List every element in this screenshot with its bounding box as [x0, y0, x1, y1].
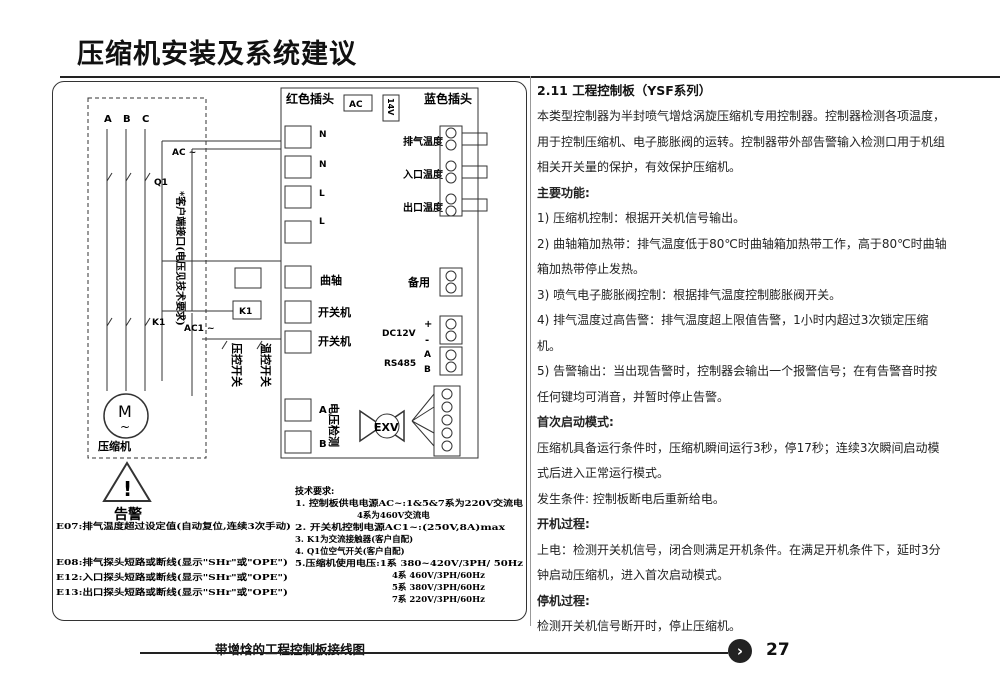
tech-line-4: 3. K1为交流接触器(客户自配)	[295, 534, 413, 545]
exv-circle	[374, 413, 400, 439]
phase-label-b: B	[123, 114, 131, 125]
customer-dashed-box	[87, 97, 207, 459]
spare-label: 备用	[407, 275, 430, 289]
phase-label-c: C	[142, 114, 149, 125]
function-item-1: 1) 压缩机控制：根据开关机信号输出。	[537, 211, 746, 225]
q1-label: Q1	[154, 178, 168, 188]
function-item-2: 2) 曲轴箱加热带：排气温度低于80℃时曲轴箱加热带工作，高于80℃时曲轴箱加热…	[537, 236, 947, 277]
start-process-text: 上电：检测开关机信号，闭合则满足开机条件。在满足开机条件下，延时3分钟启动压缩机…	[537, 542, 941, 583]
compressor-motor-symbol	[103, 393, 149, 439]
stop-process-text: 检测开关机信号断开时，停止压缩机。	[537, 619, 742, 633]
current-detect-b: B	[319, 439, 327, 450]
tech-line-7: 4系 460V/3PH/60Hz	[392, 570, 485, 581]
minus-label: -	[425, 335, 429, 346]
column-divider	[530, 76, 531, 626]
page-number: 27	[766, 640, 790, 660]
start-process-heading: 开机过程:	[537, 517, 590, 531]
warning-exclamation: !	[123, 477, 132, 501]
current-detect-label: 电压检测	[327, 403, 341, 447]
tech-title: 技术要求:	[295, 485, 334, 497]
bottom-rule	[140, 652, 728, 654]
ac-box	[343, 94, 373, 112]
first-start-text: 压缩机具备运行条件时，压缩机瞬间运行3秒，停17秒；连续3次瞬间启动模式后进入正…	[537, 440, 940, 481]
page-title: 压缩机安装及系统建议	[77, 39, 357, 70]
diagram-caption: 带增焓的工程控制板接线图	[215, 642, 366, 657]
inlet-temp-label: 入口温度	[403, 168, 444, 181]
control-board-box	[280, 87, 479, 459]
phase-label-a: A	[104, 114, 112, 125]
wiring-diagram: A B C AC ~ Q1 K1 AC1 ~ *客户端接口(电压见技术要求) 压…	[56, 87, 524, 605]
b-label: B	[424, 365, 431, 375]
tech-line-5: 4. Q1位空气开关(客户自配)	[295, 546, 405, 557]
outlet-temp-label: 出口温度	[403, 201, 444, 214]
tech-line-6: 5.压缩机使用电压:1系 380~420V/3PH/ 50Hz	[295, 558, 523, 569]
dc12v-label: DC12V	[382, 329, 416, 339]
stop-process-heading: 停机过程:	[537, 593, 590, 608]
function-item-3: 3) 喷气电子膨胀阀控制：根据排气温度控制膨胀阀开关。	[537, 287, 842, 302]
terminal-l-2: L	[319, 217, 325, 227]
k1-relay-box	[232, 300, 262, 320]
motor-symbol-m: M	[118, 402, 132, 421]
section-title: 2.11 工程控制板（YSF系列）	[537, 83, 712, 98]
blue-plug-label: 蓝色插头	[424, 91, 472, 106]
compressor-label: 压缩机	[98, 439, 131, 453]
switch-2-label: 开关机	[318, 334, 351, 348]
error-code-e08: E08:排气探头短路或断线(显示"SHr"或"OPE")	[56, 557, 288, 568]
function-item-4: 4) 排气温度过高告警：排气温度超上限值告警，1小时内超过3次锁定压缩机。	[537, 313, 929, 353]
tech-line-1: 1. 控制板供电电源AC~:1&5&7系为220V交流电	[295, 498, 524, 509]
arrow-right-icon: ›	[728, 639, 752, 663]
exhaust-temp-label: 排气温度	[403, 135, 444, 148]
terminal-n-2: N	[319, 160, 327, 170]
ac-box-label: AC	[349, 100, 363, 110]
ac-label: AC ~	[172, 148, 196, 158]
customer-terminal-note: *客户端接口(电压见技术要求)	[174, 191, 187, 326]
crankshaft-label: 曲轴	[320, 273, 342, 287]
main-functions-heading: 主要功能:	[537, 185, 590, 200]
v14-box-label: 14V	[386, 98, 395, 116]
first-start-condition: 发生条件: 控制板断电后重新给电。	[537, 491, 725, 506]
switch-1-label: 开关机	[318, 305, 351, 319]
wiring-diagram-frame	[52, 81, 527, 621]
a-label: A	[424, 350, 431, 360]
error-code-e13: E13:出口探头短路或断线(显示"SHr"或"OPE")	[56, 587, 288, 598]
description-column: 2.11 工程控制板（YSF系列） 本类型控制器为半封喷气增焓涡旋压缩机专用控制…	[537, 76, 947, 640]
exv-label: EXV	[374, 421, 399, 434]
current-detect-a: A	[319, 405, 327, 416]
tech-line-8: 5系 380V/3PH/60Hz	[392, 582, 485, 593]
rs485-label: RS485	[384, 359, 416, 369]
v14-box	[382, 94, 400, 122]
k1-label: K1	[152, 318, 165, 328]
error-code-e12: E12:入口探头短路或断线(显示"SHr"或"OPE")	[56, 572, 288, 583]
motor-symbol-tilde: ~	[120, 420, 130, 434]
temp-switch-label: 温控开关	[259, 343, 273, 387]
intro-paragraph: 本类型控制器为半封喷气增焓涡旋压缩机专用控制器。控制器检测各项温度，用于控制压缩…	[537, 109, 946, 174]
k1-relay-label: K1	[239, 307, 252, 317]
error-code-e07: E07:排气温度超过设定值(自动复位,连续3次手动)	[56, 521, 291, 532]
red-plug-label: 红色插头	[286, 91, 334, 106]
heater-coil	[234, 267, 262, 289]
warning-triangle-icon	[102, 461, 152, 502]
terminal-l-1: L	[319, 189, 325, 199]
plus-label: +	[424, 319, 432, 330]
first-start-heading: 首次启动模式:	[537, 415, 614, 429]
pressure-switch-label: 压控开关	[230, 343, 244, 387]
ac1-label: AC1 ~	[184, 324, 215, 334]
tech-line-3: 2. 开关机控制电源AC1~:(250V,8A)max	[295, 522, 506, 533]
tech-line-9: 7系 220V/3PH/60Hz	[392, 594, 485, 605]
terminal-n-1: N	[319, 130, 327, 140]
tech-line-2: 4系为460V交流电	[357, 510, 430, 521]
warning-label: 告警	[114, 506, 142, 523]
function-item-5: 5) 告警输出：当出现告警时，控制器会输出一个报警信号；在有告警音时按任何键均可…	[537, 364, 938, 404]
